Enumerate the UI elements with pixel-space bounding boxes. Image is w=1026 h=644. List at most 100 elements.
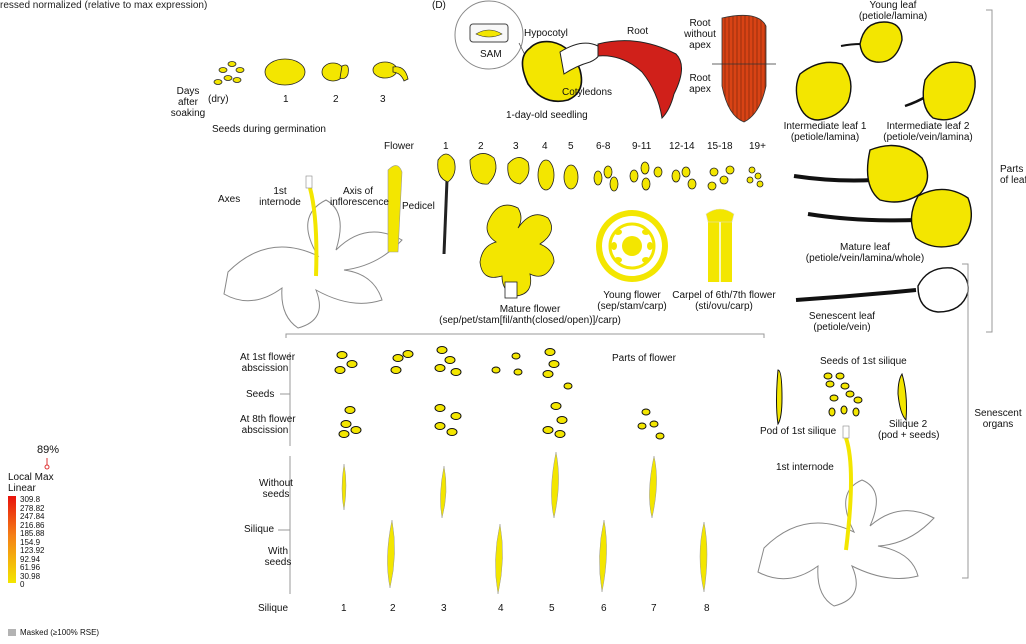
seedling-root[interactable] bbox=[598, 41, 682, 118]
pedicel-label: Pedicel bbox=[402, 201, 435, 212]
flower-stage-12-14[interactable] bbox=[672, 167, 696, 189]
seeds-row2-s7[interactable] bbox=[638, 409, 664, 439]
flower-stage-label-12-14: 12-14 bbox=[669, 141, 695, 152]
silique-s-2[interactable] bbox=[387, 520, 394, 588]
siliques-with-seeds bbox=[387, 520, 707, 594]
pod-1st-silique-label: Pod of 1st silique bbox=[760, 426, 836, 437]
leaf-bracket bbox=[986, 10, 992, 332]
axes-label: Axes bbox=[218, 194, 240, 205]
silique-2-senescent[interactable] bbox=[898, 374, 907, 420]
seeds-row1-s1[interactable] bbox=[335, 352, 357, 374]
silique-ws-1[interactable] bbox=[342, 464, 346, 510]
silique-number-8: 8 bbox=[704, 603, 710, 614]
seeds-row2-s1[interactable] bbox=[339, 407, 361, 438]
silique-label: Silique bbox=[244, 524, 274, 535]
siliques-without-seeds bbox=[342, 452, 657, 518]
seed-day2[interactable] bbox=[322, 63, 348, 81]
flower-parts-bracket bbox=[286, 334, 764, 338]
senescent-organs bbox=[777, 370, 907, 424]
carpel[interactable] bbox=[706, 209, 734, 282]
title-tail: (D) bbox=[432, 0, 446, 11]
seeds-row1-s5[interactable] bbox=[543, 349, 572, 390]
silique-2-label: Silique 2(pod + seeds) bbox=[878, 419, 938, 441]
flower-stage-5[interactable] bbox=[564, 165, 578, 189]
flower-stage-label-5: 5 bbox=[568, 141, 574, 152]
silique-s-8[interactable] bbox=[700, 522, 707, 592]
flower-stage-6-8[interactable] bbox=[594, 166, 618, 191]
pod-1st-silique[interactable] bbox=[777, 370, 783, 424]
silique-number-3: 3 bbox=[441, 603, 447, 614]
germination-caption: Seeds during germination bbox=[212, 124, 326, 135]
flower-stage-label-2: 2 bbox=[478, 141, 484, 152]
senescent-plant[interactable] bbox=[758, 426, 934, 606]
root-tip[interactable] bbox=[712, 15, 776, 122]
senescent-leaf[interactable] bbox=[796, 268, 968, 312]
young-flower[interactable] bbox=[596, 210, 668, 282]
flower-stage-19[interactable] bbox=[747, 167, 763, 187]
carpel-label: Carpel of 6th/7th flower(sti/ovu/carp) bbox=[664, 290, 784, 312]
seed-day3[interactable] bbox=[373, 62, 408, 81]
parts-of-flower-label: Parts of flower bbox=[612, 353, 676, 364]
germination-day2: 2 bbox=[333, 94, 339, 105]
silique-number-6: 6 bbox=[601, 603, 607, 614]
flower-stage-9-11[interactable] bbox=[630, 162, 662, 190]
young-leaf-label: Young leaf(petiole/lamina) bbox=[838, 0, 948, 22]
seeds-row1-s2[interactable] bbox=[391, 351, 413, 374]
seeds-row2-s3[interactable] bbox=[435, 405, 461, 436]
root-label: Root bbox=[627, 26, 648, 37]
seedling-caption: 1-day-old seedling bbox=[506, 110, 588, 121]
legend-tick-6: 123.92 bbox=[20, 547, 44, 555]
flower-stage-4[interactable] bbox=[538, 160, 554, 190]
seeds-row2-s5[interactable] bbox=[543, 403, 567, 438]
seeds-1st-silique-label: Seeds of 1st silique bbox=[820, 356, 907, 367]
flower-stage-15-18[interactable] bbox=[708, 166, 734, 190]
silique-without-label: Withoutseeds bbox=[256, 478, 296, 500]
flower-stage-label-6-8: 6-8 bbox=[596, 141, 610, 152]
intermediate-leaf-1[interactable] bbox=[796, 62, 851, 120]
days-label: Daysaftersoaking bbox=[168, 86, 208, 119]
silique-number-4: 4 bbox=[498, 603, 504, 614]
silique-s-6[interactable] bbox=[599, 520, 606, 592]
silique-row-label: Silique bbox=[258, 603, 288, 614]
intermediate-leaf-1-label: Intermediate leaf 1(petiole/lamina) bbox=[770, 121, 880, 143]
flower-stage-1[interactable] bbox=[438, 154, 455, 254]
silique-ws-5[interactable] bbox=[551, 452, 558, 518]
silique-ws-7[interactable] bbox=[649, 456, 656, 518]
flower-stage-3[interactable] bbox=[508, 157, 529, 184]
sam-label: SAM bbox=[480, 49, 502, 60]
intermediate-leaf-2[interactable] bbox=[905, 62, 975, 120]
germination-dry: (dry) bbox=[208, 94, 229, 105]
senescent-internode-label: 1st internode bbox=[776, 462, 834, 473]
legend-tick-8: 61.96 bbox=[20, 564, 40, 572]
silique-ws-3[interactable] bbox=[440, 466, 446, 518]
silique-s-4[interactable] bbox=[495, 524, 502, 594]
legend-tick-2: 247.84 bbox=[20, 513, 44, 521]
seeds-row1-s3[interactable] bbox=[435, 347, 461, 376]
mature-leaf-1[interactable] bbox=[794, 146, 928, 203]
legend-masked-label: Masked (≥100% RSE) bbox=[20, 628, 99, 637]
legend-tick-0: 309.8 bbox=[20, 496, 40, 504]
intermediate-leaf-2-label: Intermediate leaf 2(petiole/vein/lamina) bbox=[868, 121, 988, 143]
hypocotyl-label: Hypocotyl bbox=[524, 28, 568, 39]
germination-day1: 1 bbox=[283, 94, 289, 105]
germination-day3: 3 bbox=[380, 94, 386, 105]
senescent-bracket bbox=[962, 264, 968, 578]
young-leaf[interactable] bbox=[841, 22, 902, 62]
seeds-label: Seeds bbox=[246, 389, 274, 400]
seeds-1st-silique[interactable] bbox=[824, 373, 862, 416]
seeds-row1-label: At 1st flowerabscission bbox=[240, 352, 290, 374]
legend-percent: 89% bbox=[37, 444, 59, 456]
flower-stage-label-1: 1 bbox=[443, 141, 449, 152]
dry-seeds[interactable] bbox=[214, 62, 244, 85]
seeds-row1-s4[interactable] bbox=[492, 353, 522, 375]
flower-stage-2[interactable] bbox=[470, 153, 496, 184]
seed-day1[interactable] bbox=[265, 59, 305, 85]
legend-masked-swatch bbox=[8, 629, 16, 636]
germination-group bbox=[214, 59, 408, 85]
mature-flower[interactable] bbox=[480, 205, 554, 298]
